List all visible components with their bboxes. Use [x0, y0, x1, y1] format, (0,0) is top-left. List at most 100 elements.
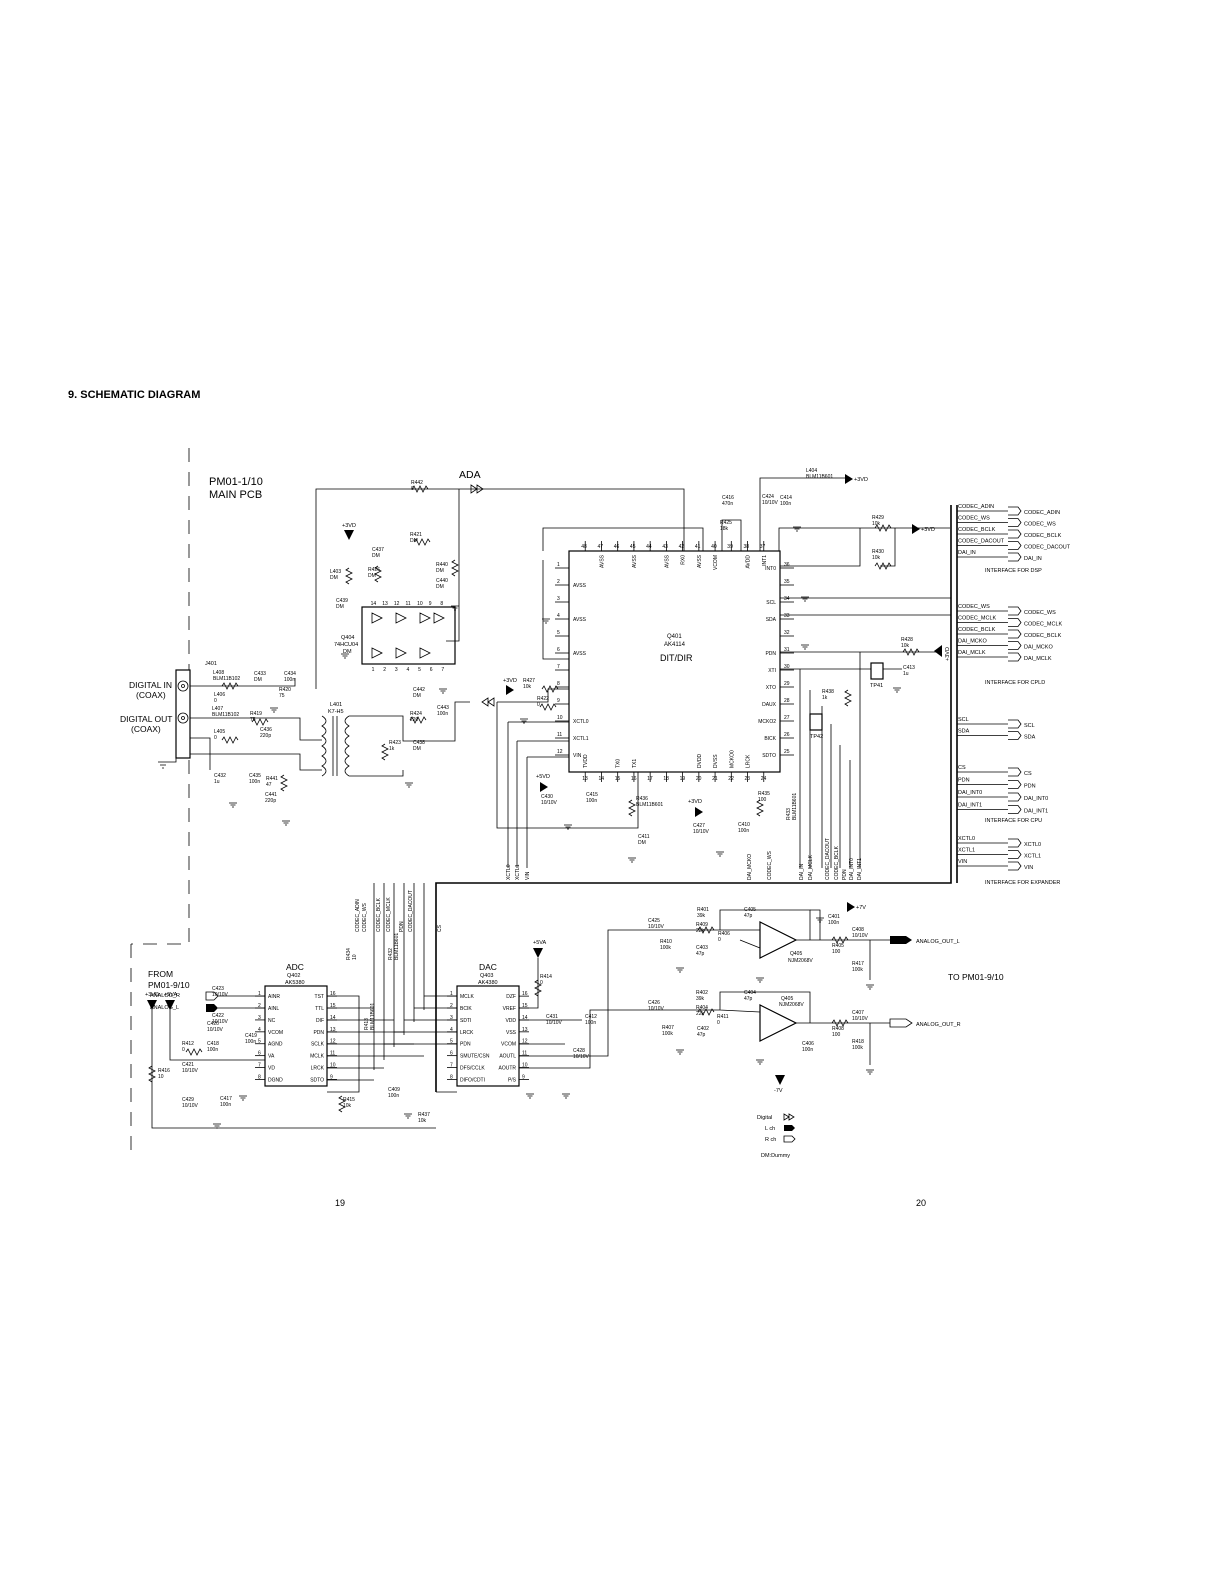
connector-arrow-icon: [1008, 618, 1022, 627]
q401-pin-number: 17: [647, 776, 653, 782]
component-ref: R410: [660, 939, 672, 945]
bus-net-label: PDN: [399, 921, 405, 932]
rail-3vd-b: +3VD: [854, 477, 868, 483]
rail-3vd-d: +3VD: [945, 647, 951, 661]
component-value: DM: [330, 575, 338, 581]
rail-3vd-arrow-icon: [912, 524, 920, 534]
q403-pin-number: 9: [522, 1074, 525, 1080]
ground-icon: [866, 1069, 874, 1075]
connector-arrow-icon: [1008, 541, 1022, 550]
component-value: 18k: [720, 526, 729, 532]
component-ref: C402: [697, 1026, 709, 1032]
q404-pin-number: 13: [382, 601, 388, 607]
resistor-symbol: [539, 703, 557, 711]
resistor-symbol: [413, 538, 431, 546]
q404-pin-number: 4: [407, 667, 410, 673]
bus-net-label: XCTL1: [515, 864, 521, 880]
component-value: 1u: [214, 779, 220, 785]
connector-arrow-icon: [1008, 529, 1022, 539]
transformer-secondary: [344, 715, 350, 777]
q401-pin-number: 10: [557, 715, 563, 721]
q401-pin-label: TVDD: [583, 754, 589, 768]
q405a-part: NJM2068V: [788, 958, 813, 964]
component-ref: C405: [744, 907, 756, 913]
resistor-symbol: [338, 1095, 346, 1113]
bus-net-label: DAI_INT0: [849, 858, 855, 880]
interface-title-cpu: INTERFACE FOR CPU: [985, 818, 1042, 824]
resistor-symbol: [874, 562, 892, 570]
dac-title: DAC: [479, 962, 497, 972]
l401-part: K7-H5: [328, 709, 344, 715]
q401-pin-label: RX0: [681, 555, 687, 565]
interface-port-cpu: PDN: [1024, 784, 1036, 790]
q403-pin-number: 3: [450, 1015, 453, 1021]
connector-arrow-icon: [1008, 652, 1022, 662]
component-value: 1k: [822, 695, 828, 701]
component-ref: R440: [436, 562, 448, 568]
bus-net-label: CODEC_ADIN: [355, 899, 361, 932]
component-ref: C401: [828, 914, 840, 920]
interface-net-cpu: PDN: [958, 778, 970, 784]
interface-port-expander: XCTL1: [1024, 854, 1041, 860]
q402-pin-label: DIF: [316, 1018, 324, 1024]
interface-net-expander: XCTL1: [958, 848, 975, 854]
rail-3vd-arrow-icon: [147, 1000, 157, 1010]
connector-arrow-icon: [1008, 641, 1022, 650]
resistor-symbol: [697, 926, 715, 934]
component-value: DM: [413, 746, 421, 752]
ground-icon: [229, 802, 237, 808]
chip-q404: [361, 606, 456, 665]
interface-net-dsp: DAI_IN: [958, 550, 976, 556]
interface-title-dsp: INTERFACE FOR DSP: [985, 568, 1042, 574]
component-value: 47p: [744, 996, 753, 1002]
q401-pin-label: TX1: [632, 759, 638, 768]
component-ref: C437: [372, 547, 384, 553]
interface-port-i2c: SCL: [1024, 723, 1035, 729]
q404-pin-number: 7: [441, 667, 444, 673]
component-ref: C403: [696, 945, 708, 951]
q401-pin-number: 5: [557, 630, 560, 636]
component-value: 0: [717, 1020, 720, 1026]
component-ref: C409: [388, 1087, 400, 1093]
q403-pin-label: AOUTR: [499, 1066, 517, 1072]
q401-pin-number: 12: [557, 749, 563, 755]
resistor-symbol: [251, 718, 269, 726]
ground-symbols: [213, 526, 901, 1129]
q401-pin-number: 30: [784, 664, 790, 670]
q401-pin-number: 40: [711, 544, 717, 550]
lch-input-arrow-icon: [206, 1004, 218, 1012]
component-ref: R428: [901, 637, 913, 643]
board-boundary: [130, 448, 190, 1160]
q401-pin-number: 20: [696, 776, 702, 782]
component-ref: C415: [586, 792, 598, 798]
component-value: 47p: [696, 951, 705, 957]
q402-pin-label: AINR: [268, 994, 280, 1000]
rail-5va-arrow-icon: [165, 1000, 175, 1010]
q403-pin-label: VDD: [505, 1018, 516, 1024]
component-value: 10/10V: [648, 1006, 665, 1012]
ground-icon: [756, 1059, 764, 1065]
q401-pin-label: AVSS: [697, 554, 703, 568]
q402-pin-number: 5: [258, 1039, 261, 1045]
q402-pin-number: 16: [330, 991, 336, 997]
q401-pin-label: AVSS: [573, 583, 587, 589]
interface-net-cpld: CODEC_BCLK: [958, 627, 996, 633]
q401-pin-label: MCKO2: [758, 719, 776, 725]
component-value: DM: [436, 584, 444, 590]
q401-pin-number: 35: [784, 579, 790, 585]
q403-pin-number: 5: [450, 1039, 453, 1045]
resistor-symbol: [280, 774, 288, 792]
q403-pin-number: 12: [522, 1039, 528, 1045]
q401-ref: Q401: [667, 634, 682, 640]
q403-pin-label: P/S: [508, 1077, 517, 1083]
bus-net-label: CODEC_DACOUT: [408, 890, 414, 932]
q401-pin-label: AVSS: [599, 554, 605, 568]
q401-pin-label: XCTL1: [573, 736, 589, 742]
interface-net-dsp: CODEC_BCLK: [958, 527, 996, 533]
q401-pin-number: 16: [631, 776, 637, 782]
q402-pin-label: VCOM: [268, 1030, 283, 1036]
component-ref: C438: [413, 740, 425, 746]
q401-pin-label: XCTL0: [573, 719, 589, 725]
q401-pin-number: 24: [761, 776, 767, 782]
